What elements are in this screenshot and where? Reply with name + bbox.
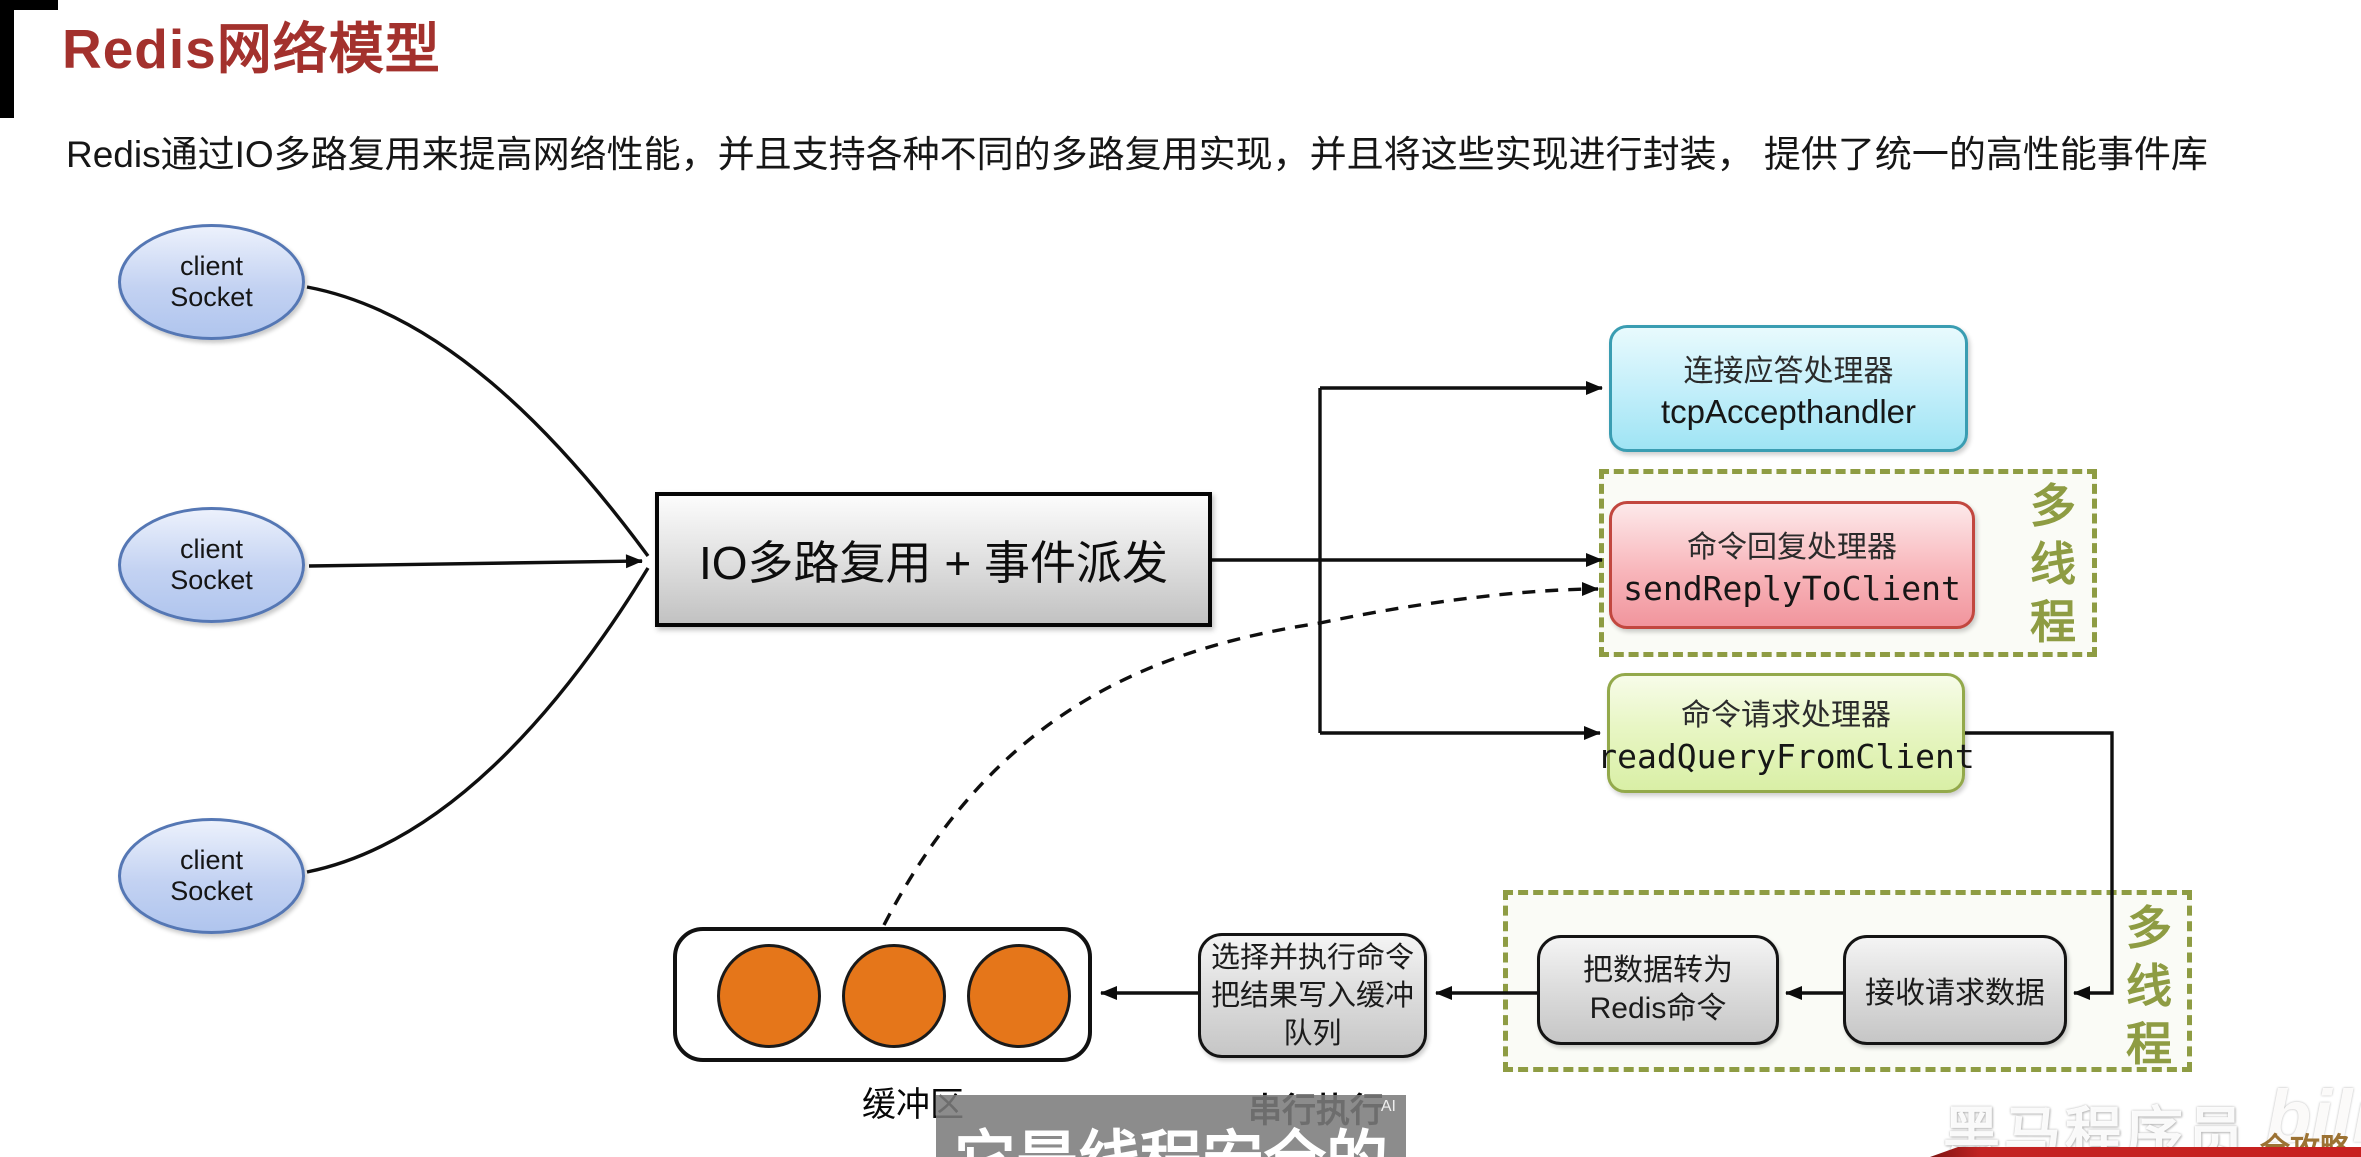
client-socket-node: client Socket [118, 507, 305, 623]
accept-handler-code: tcpAccepthandler [1661, 393, 1916, 430]
buffer-queue [673, 927, 1092, 1062]
reply-handler-box: 命令回复处理器 sendReplyToClient [1609, 501, 1975, 629]
client-label-line1: client [179, 251, 244, 281]
convert-command-box: 把数据转为 Redis命令 [1537, 935, 1779, 1045]
bottom-red-banner [1930, 1147, 2361, 1157]
execute-line2: 把结果写入缓冲 [1210, 979, 1414, 1012]
edge-client2-io [308, 554, 643, 569]
multithread-label-upper: 多线程 [2030, 480, 2076, 648]
client-label-line1: client [179, 845, 244, 875]
bilibili-logo-watermark: bili [2266, 1075, 2361, 1157]
convert-line2: Redis命令 [1589, 992, 1727, 1025]
io-multiplex-label: IO多路复用 + 事件派发 [699, 536, 1168, 589]
execute-line1: 选择并执行命令 [1210, 941, 1414, 974]
client-socket-node: client Socket [118, 224, 305, 340]
page-title: Redis网络模型 [62, 18, 441, 80]
video-caption-overlay: AI 它是线程安全的 [936, 1095, 1406, 1157]
client-socket-node: client Socket [118, 818, 305, 934]
caption-text: 它是线程安全的 [954, 1109, 1388, 1157]
client-label-line2: Socket [170, 876, 253, 906]
read-handler-box: 命令请求处理器 readQueryFromClient [1597, 673, 1975, 793]
io-multiplex-box: IO多路复用 + 事件派发 [655, 492, 1212, 627]
brand-watermark: 黑马程序员 [1943, 1102, 2248, 1157]
edge-client3-io [306, 567, 650, 874]
buffer-slot-icon [717, 944, 821, 1048]
edge-client1-io [306, 285, 650, 558]
reply-handler-title: 命令回复处理器 [1687, 531, 1897, 564]
read-handler-code: readQueryFromClient [1597, 737, 1975, 776]
client-label-line1: client [179, 534, 244, 564]
multithread-label-lower: 多线程 [2126, 902, 2172, 1070]
video-corner-artifact [0, 0, 14, 118]
execute-command-box: 选择并执行命令 把结果写入缓冲 队列 [1198, 933, 1427, 1058]
video-corner-artifact-top [0, 0, 58, 10]
convert-line1: 把数据转为 [1583, 954, 1733, 987]
buffer-slot-icon [842, 944, 946, 1048]
edge-buffer-reply-dashed [882, 582, 1599, 926]
accept-handler-title: 连接应答处理器 [1683, 355, 1894, 388]
receive-data-label: 接收请求数据 [1865, 977, 2045, 1010]
receive-data-box: 接收请求数据 [1843, 935, 2067, 1045]
accept-handler-box: 连接应答处理器 tcpAccepthandler [1609, 325, 1968, 452]
buffer-slot-icon [967, 944, 1071, 1048]
page-subtitle: Redis通过IO多路复用来提高网络性能，并且支持各种不同的多路复用实现，并且将… [66, 134, 2208, 175]
execute-line3: 队列 [1283, 1017, 1342, 1050]
reply-handler-code: sendReplyToClient [1623, 569, 1961, 608]
ai-caption-badge: AI [1380, 1098, 1396, 1115]
client-label-line2: Socket [170, 565, 253, 595]
read-handler-title: 命令请求处理器 [1681, 699, 1891, 732]
client-label-line2: Socket [170, 282, 253, 312]
